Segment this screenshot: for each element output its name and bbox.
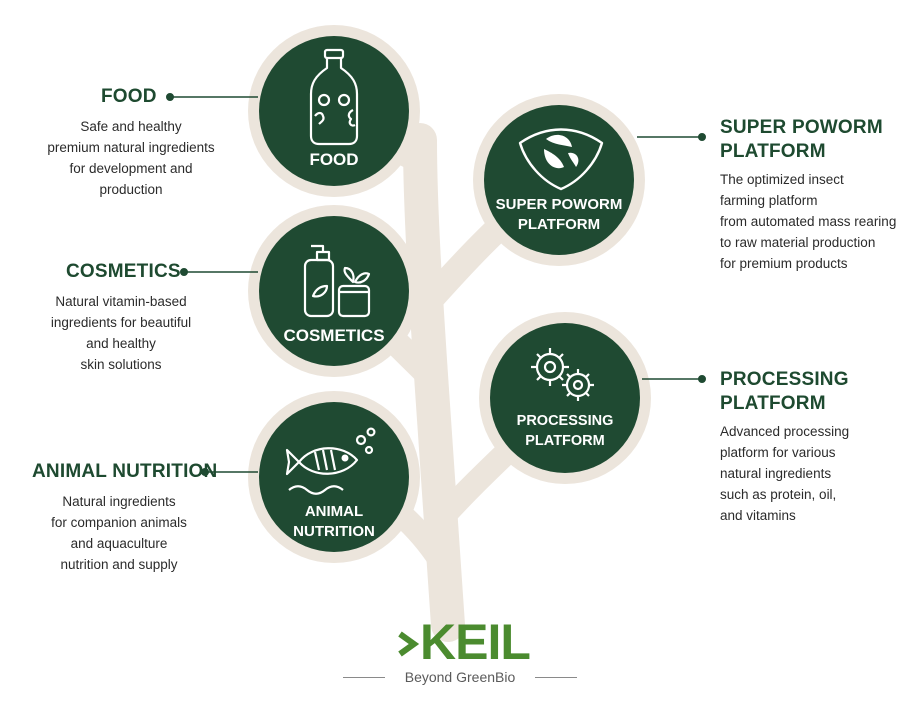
circle-label-processing: PROCESSING PLATFORM (516, 413, 614, 449)
node-cosmetics: COSMETICS (259, 216, 409, 366)
chevron-logo-icon (398, 631, 420, 657)
title-cosmetics: COSMETICS (66, 261, 181, 282)
keil-logo: KEIL (396, 614, 531, 674)
logo-wordmark: KEIL (420, 614, 531, 670)
node-animal-nutrition: ANIMAL NUTRITION (259, 402, 409, 552)
circle-label-super-poworm: SUPER POWORM PLATFORM (495, 196, 623, 233)
title-processing: PROCESSING PLATFORM (720, 369, 849, 414)
circle-label-food: FOOD (309, 150, 359, 169)
circle-label-cosmetics: COSMETICS (283, 326, 385, 345)
desc-super-poworm: The optimized insect farming platform fr… (720, 172, 897, 271)
cosmetics-pump-jar-icon (303, 244, 371, 318)
circle-label-animal-nutrition: ANIMAL NUTRITION (293, 503, 375, 540)
title-food: FOOD (101, 86, 157, 107)
title-animal-nutrition: ANIMAL NUTRITION (32, 461, 218, 482)
node-processing: PROCESSING PLATFORM (490, 323, 640, 473)
desc-food: Safe and healthy premium natural ingredi… (47, 119, 215, 197)
tagline: Beyond GreenBio (404, 669, 516, 685)
bottle-icon (309, 48, 359, 146)
insect-shield-icon (518, 128, 604, 191)
desc-cosmetics: Natural vitamin-based ingredients for be… (50, 294, 192, 372)
desc-animal-nutrition: Natural ingredients for companion animal… (51, 494, 187, 572)
node-food: FOOD (259, 36, 409, 186)
title-super-poworm: SUPER POWORM PLATFORM (720, 117, 883, 162)
gears-icon (531, 348, 594, 401)
fish-icon (285, 427, 376, 495)
desc-processing: Advanced processing platform for various… (720, 424, 850, 523)
tagline-rule-left (343, 677, 385, 678)
tagline-rule-right (535, 677, 577, 678)
node-super-poworm: SUPER POWORM PLATFORM (484, 105, 634, 255)
